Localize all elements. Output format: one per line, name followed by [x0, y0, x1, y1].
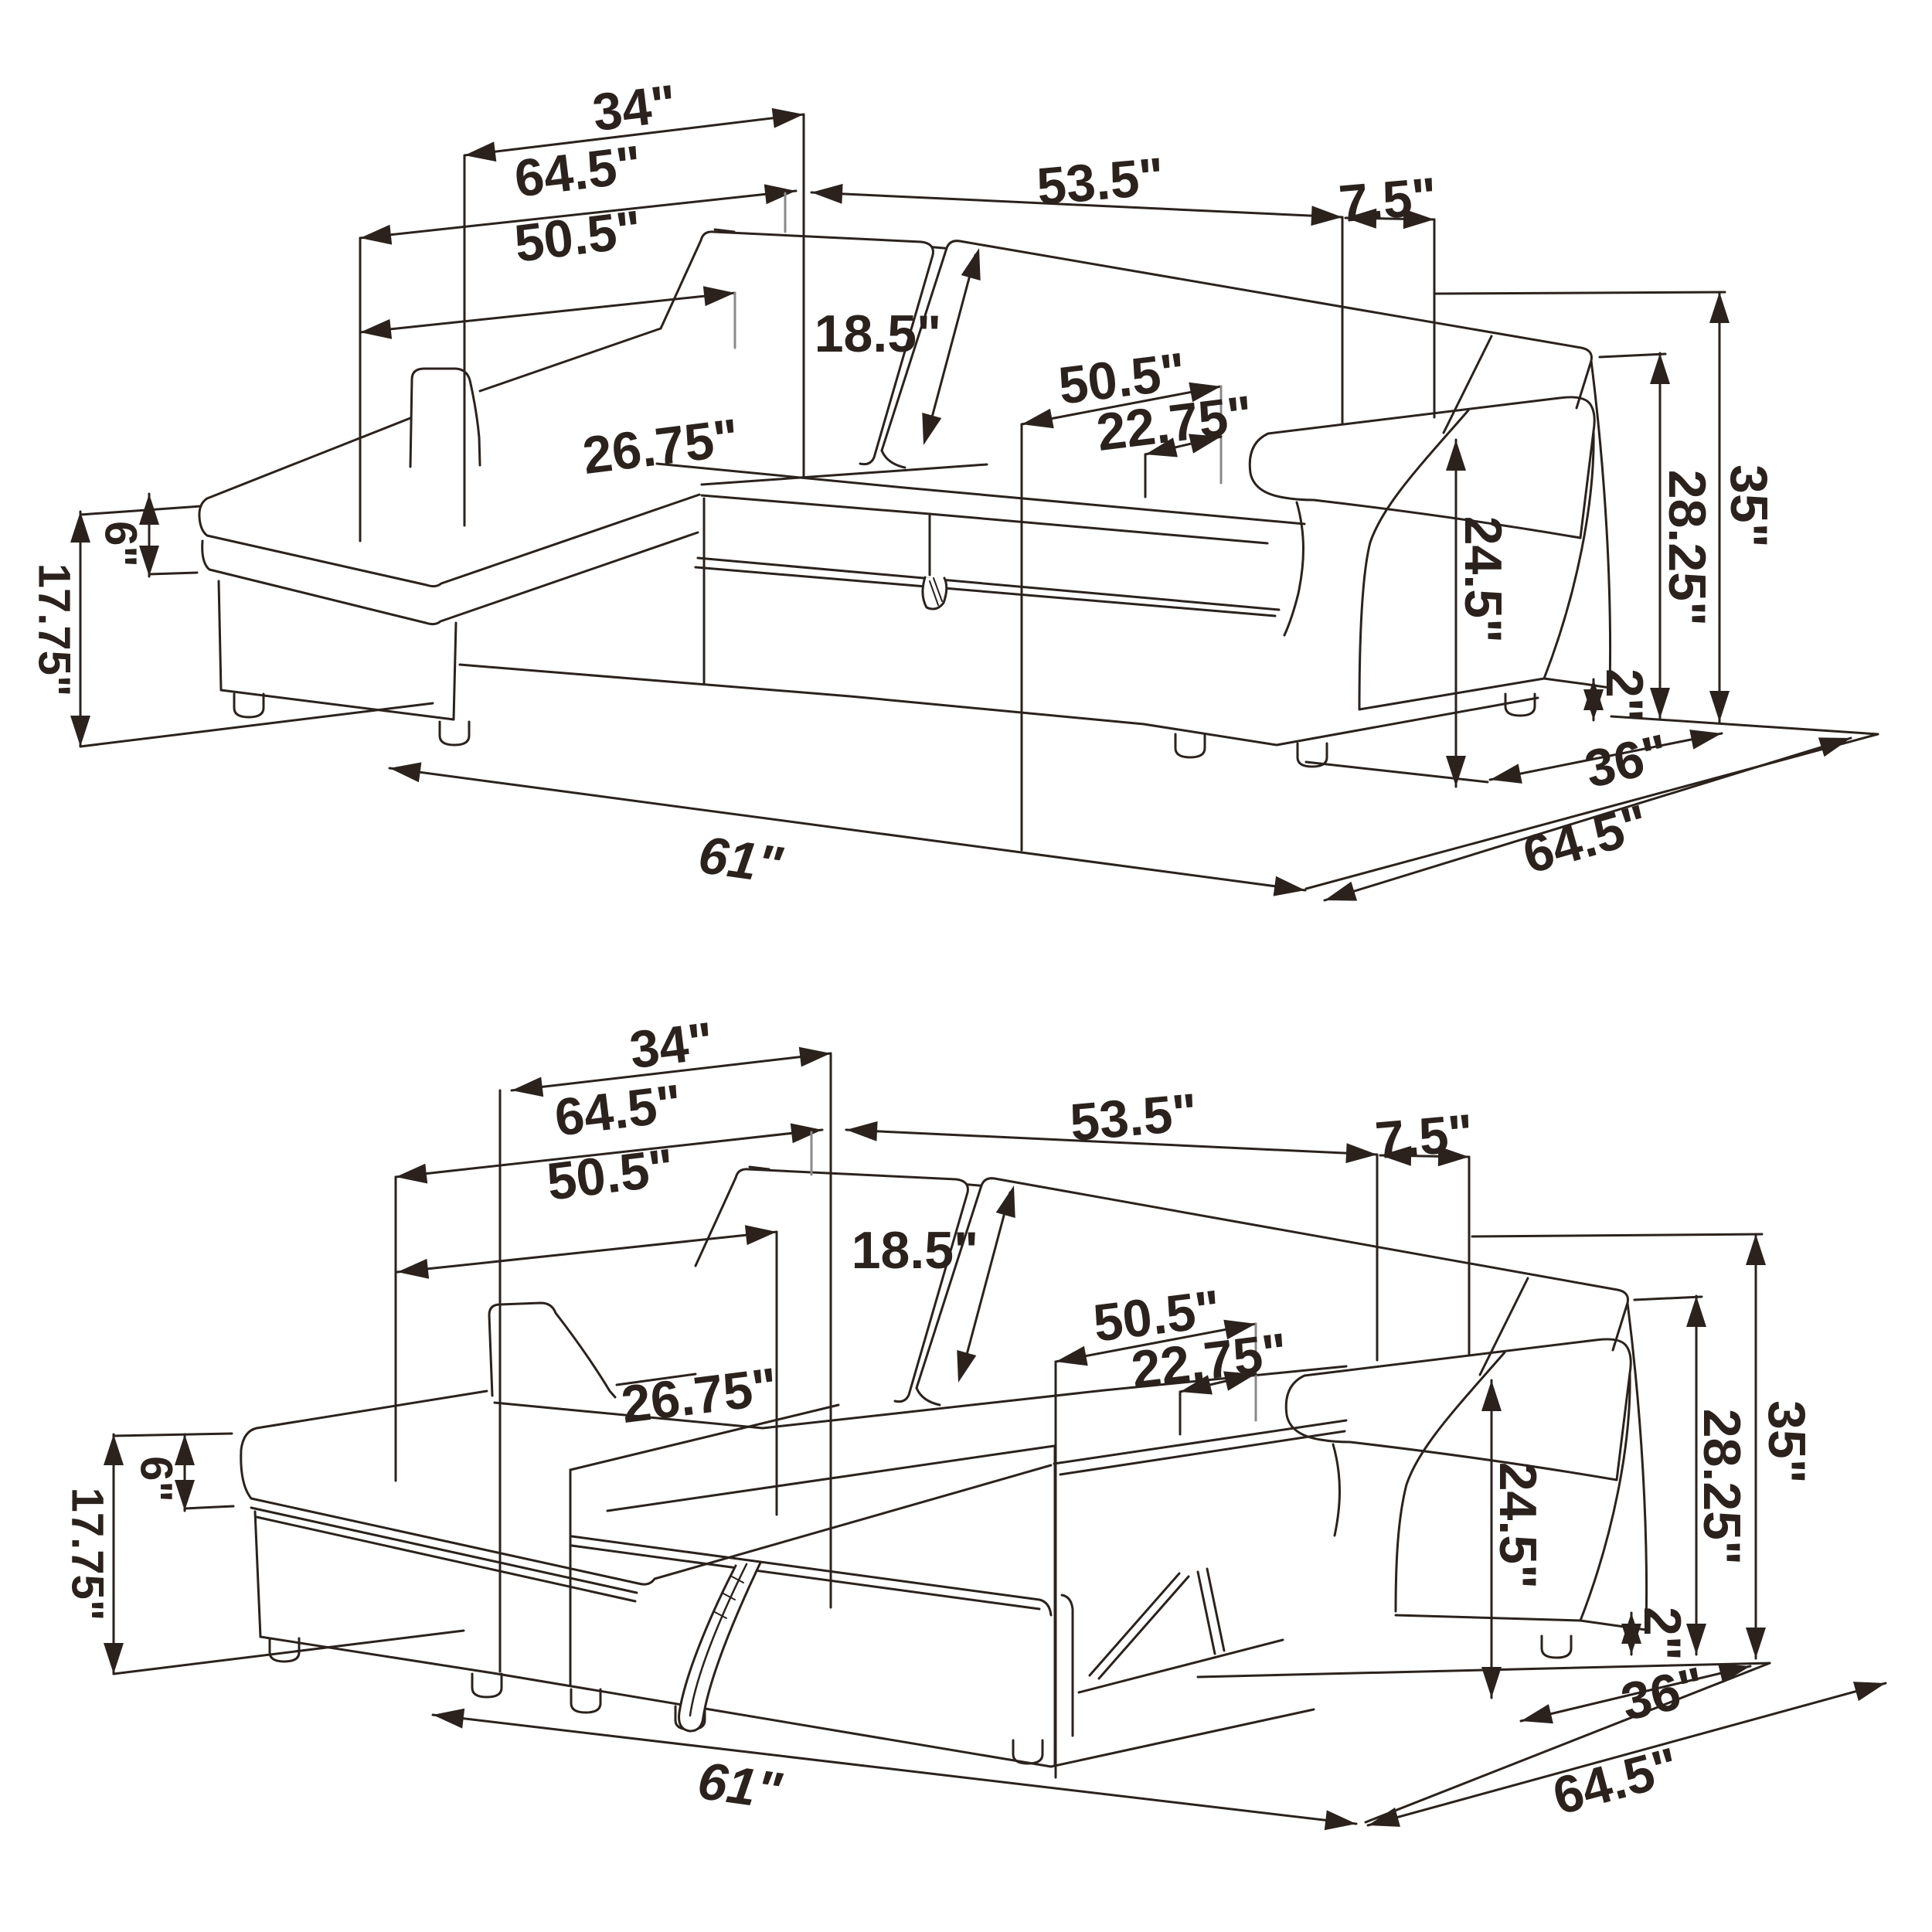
- svg-text:28.25": 28.25": [1692, 1409, 1751, 1565]
- svg-text:61": 61": [694, 1751, 785, 1821]
- svg-text:53.5": 53.5": [1035, 147, 1167, 216]
- svg-text:2": 2": [1633, 1607, 1692, 1661]
- svg-text:7.5": 7.5": [1337, 167, 1440, 234]
- svg-text:24.5": 24.5": [1488, 1462, 1547, 1590]
- svg-text:35": 35": [1757, 1400, 1816, 1484]
- svg-text:6": 6": [96, 521, 146, 567]
- svg-text:17.75": 17.75": [63, 1488, 113, 1621]
- svg-text:35": 35": [1719, 464, 1778, 548]
- svg-text:2": 2": [1595, 668, 1654, 723]
- svg-text:6": 6": [131, 1456, 182, 1502]
- svg-text:24.5": 24.5": [1454, 516, 1512, 644]
- svg-text:34": 34": [590, 74, 679, 143]
- svg-text:7.5": 7.5": [1373, 1104, 1476, 1171]
- svg-text:18.5": 18.5": [852, 1221, 979, 1280]
- svg-text:17.75": 17.75": [29, 563, 80, 697]
- svg-text:28.25": 28.25": [1658, 470, 1716, 626]
- svg-text:61": 61": [695, 825, 786, 895]
- svg-text:53.5": 53.5": [1068, 1083, 1200, 1152]
- svg-text:18.5": 18.5": [815, 304, 942, 363]
- svg-text:34": 34": [627, 1012, 716, 1080]
